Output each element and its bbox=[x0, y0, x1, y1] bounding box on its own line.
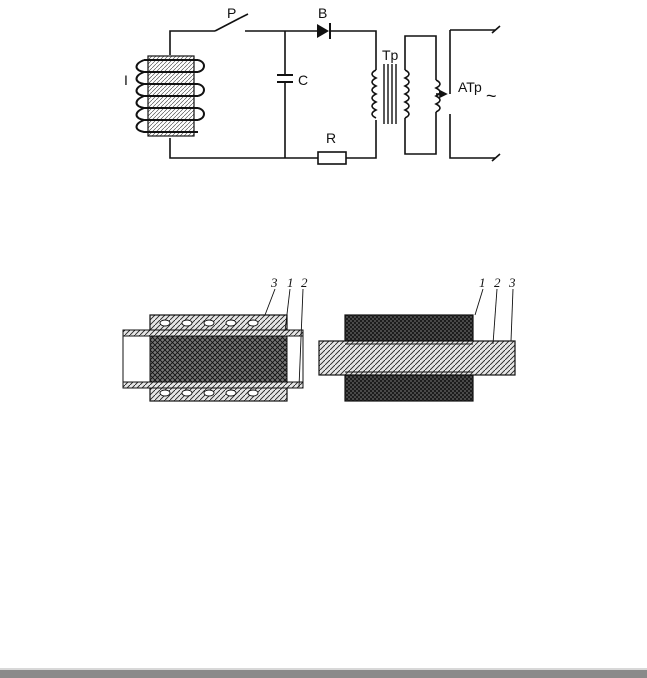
circuit-diagram: P B C R bbox=[124, 5, 501, 165]
switch-label: P bbox=[227, 5, 236, 21]
transformer-label: Tp bbox=[382, 47, 399, 63]
resistor-r bbox=[317, 151, 347, 165]
transformer-tp bbox=[371, 64, 410, 124]
output-terminals bbox=[491, 25, 501, 162]
autotransformer-label: АТр bbox=[458, 79, 482, 95]
coil-label: I bbox=[124, 72, 128, 88]
resistor-label: R bbox=[326, 130, 336, 146]
bottom-bar bbox=[0, 668, 647, 678]
autotransformer-atp bbox=[434, 79, 448, 113]
left-label-1: 1 bbox=[287, 275, 294, 290]
ac-symbol: ~ bbox=[486, 86, 497, 106]
right-label-1: 1 bbox=[479, 275, 486, 290]
left-label-2: 2 bbox=[301, 275, 308, 290]
diode-b bbox=[317, 23, 331, 39]
switch-p bbox=[214, 13, 249, 32]
capacitor-label: C bbox=[298, 72, 308, 88]
induction-coil bbox=[135, 55, 205, 137]
right-label-3: 3 bbox=[508, 275, 516, 290]
section-tube bbox=[122, 288, 304, 402]
capacitor-c bbox=[277, 74, 293, 83]
diode-label: B bbox=[318, 5, 327, 21]
cross-sections: 3 1 2 1 2 3 bbox=[122, 275, 516, 402]
section-rod bbox=[318, 288, 516, 402]
left-label-3: 3 bbox=[270, 275, 278, 290]
right-label-2: 2 bbox=[494, 275, 501, 290]
